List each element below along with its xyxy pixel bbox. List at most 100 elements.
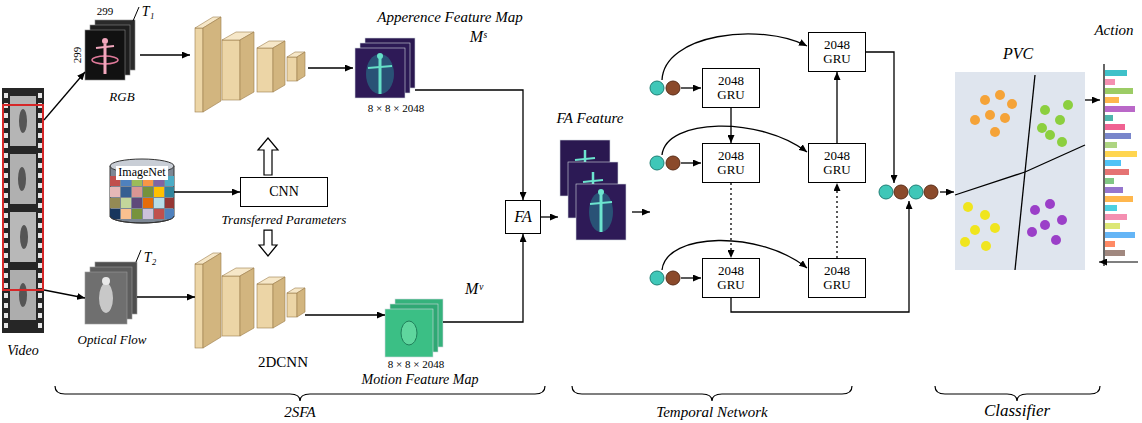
- pvc-scatter: [1045, 130, 1055, 140]
- optical-flow-frames: [136, 250, 141, 262]
- gru-cell: 2048 GRU: [808, 258, 866, 298]
- cell-label: 2048 GRU: [816, 149, 858, 178]
- flow-arrow: [305, 314, 385, 315]
- video-clip: Video: [2, 88, 44, 333]
- film-strip: [38, 90, 42, 330]
- action-histogram: [1105, 151, 1137, 157]
- flow-arrow: [443, 234, 523, 322]
- imagenet-database: [132, 198, 142, 208]
- motion-feature-map: [401, 321, 417, 345]
- rgb-frames: [104, 44, 107, 74]
- pvc-scatter: [970, 225, 980, 235]
- appearance-feature-map: [366, 54, 394, 94]
- pvc-scatter: [985, 110, 995, 120]
- appearance-cnn: [273, 41, 285, 92]
- imagenet-database: [121, 187, 131, 197]
- action-histogram: [1105, 88, 1133, 94]
- box-label: FA: [514, 208, 531, 226]
- pvc-scatter: [1055, 115, 1065, 125]
- gru-cell: 2048 GRU: [702, 143, 760, 183]
- imagenet-database: [154, 209, 164, 219]
- film-strip: [10, 154, 36, 204]
- imagenet-database: [132, 209, 142, 219]
- appearance-feature-map: [355, 48, 405, 98]
- action-histogram: [1105, 70, 1127, 76]
- motion-cnn: [273, 277, 285, 328]
- flow-arrow: [730, 183, 731, 258]
- map-title: FA Feature: [557, 110, 624, 127]
- flow-arrow: [44, 290, 85, 298]
- action-histogram: [1105, 250, 1125, 256]
- pvc-classifier: PVC: [955, 72, 1085, 270]
- appearance-cnn: [195, 28, 203, 112]
- imagenet-database: ImageNet: [110, 158, 174, 224]
- action-histogram: [1105, 241, 1115, 247]
- film-strip: [19, 283, 27, 307]
- imagenet-database: [121, 209, 131, 219]
- fusion-box: FA: [505, 200, 541, 234]
- appearance-cnn: [203, 17, 221, 112]
- film-strip: [2, 88, 44, 333]
- rgb-frames: [133, 7, 139, 21]
- imagenet-database: [143, 209, 153, 219]
- gru-output-arrow: [731, 52, 954, 312]
- fa-feature-maps: [590, 202, 612, 204]
- cell-label: 2048 GRU: [710, 264, 752, 293]
- gru-cell: 2048 GRU: [702, 258, 760, 298]
- appearance-cnn: [240, 32, 254, 100]
- imagenet-database: [110, 166, 174, 223]
- output-vector: [909, 185, 923, 199]
- imagenet-database: [165, 187, 175, 197]
- motion-cnn: [240, 268, 254, 336]
- pvc-scatter: [1007, 99, 1017, 109]
- fa-feature-maps: [575, 158, 595, 160]
- gru-output-arrow: [866, 52, 894, 183]
- imagenet-database: [165, 198, 175, 208]
- action-histogram: [1103, 64, 1104, 266]
- dimension-label: 299: [97, 5, 114, 17]
- output-vector: [879, 185, 893, 199]
- optical-flow-frames: [99, 283, 113, 313]
- action-histogram: [1105, 205, 1117, 211]
- fa-feature-maps: [589, 192, 613, 232]
- motion-feature-map: [385, 309, 433, 357]
- section-brace: [935, 386, 1100, 401]
- imagenet-database: [110, 216, 174, 223]
- film-strip: [20, 225, 28, 249]
- action-histogram: [1105, 223, 1120, 229]
- flow-arrow: [541, 216, 558, 217]
- film-strip: [4, 90, 8, 330]
- action-histogram: [1105, 133, 1131, 139]
- flow-arrow: [1085, 99, 1100, 100]
- flow-arrow: [836, 183, 837, 258]
- section-label: Temporal Network: [656, 404, 768, 421]
- pvc-scatter: [1037, 100, 1073, 147]
- gru-cell: 2048 GRU: [808, 143, 866, 183]
- input-label: Video: [7, 343, 39, 358]
- decision-boundary: [955, 75, 1085, 270]
- film-strip: [10, 212, 36, 262]
- input-vector: [666, 81, 680, 95]
- imagenet-database: [110, 159, 175, 223]
- action-histogram: [1105, 178, 1114, 184]
- input-vector: [666, 271, 680, 285]
- flow-arrow: [836, 72, 837, 143]
- decision-boundary: [955, 172, 1025, 195]
- pvc-scatter: [990, 127, 1000, 137]
- transfer-arrow: [259, 230, 277, 256]
- fa-feature-maps: [560, 140, 626, 240]
- imagenet-database: [143, 198, 153, 208]
- motion-cnn: [195, 264, 203, 348]
- map-symbol: Mˢ: [470, 28, 487, 46]
- imagenet-database: [154, 198, 164, 208]
- pvc-scatter: [980, 95, 990, 105]
- pvc-scatter: [1027, 199, 1067, 245]
- rgb-frames: [85, 7, 139, 80]
- flow-arrow: [137, 296, 195, 297]
- action-histogram: [1105, 169, 1129, 175]
- input-vector: [666, 156, 680, 170]
- appearance-feature-map: [355, 38, 415, 98]
- motion-cnn: [287, 293, 297, 317]
- optical-flow-frames: [102, 277, 110, 285]
